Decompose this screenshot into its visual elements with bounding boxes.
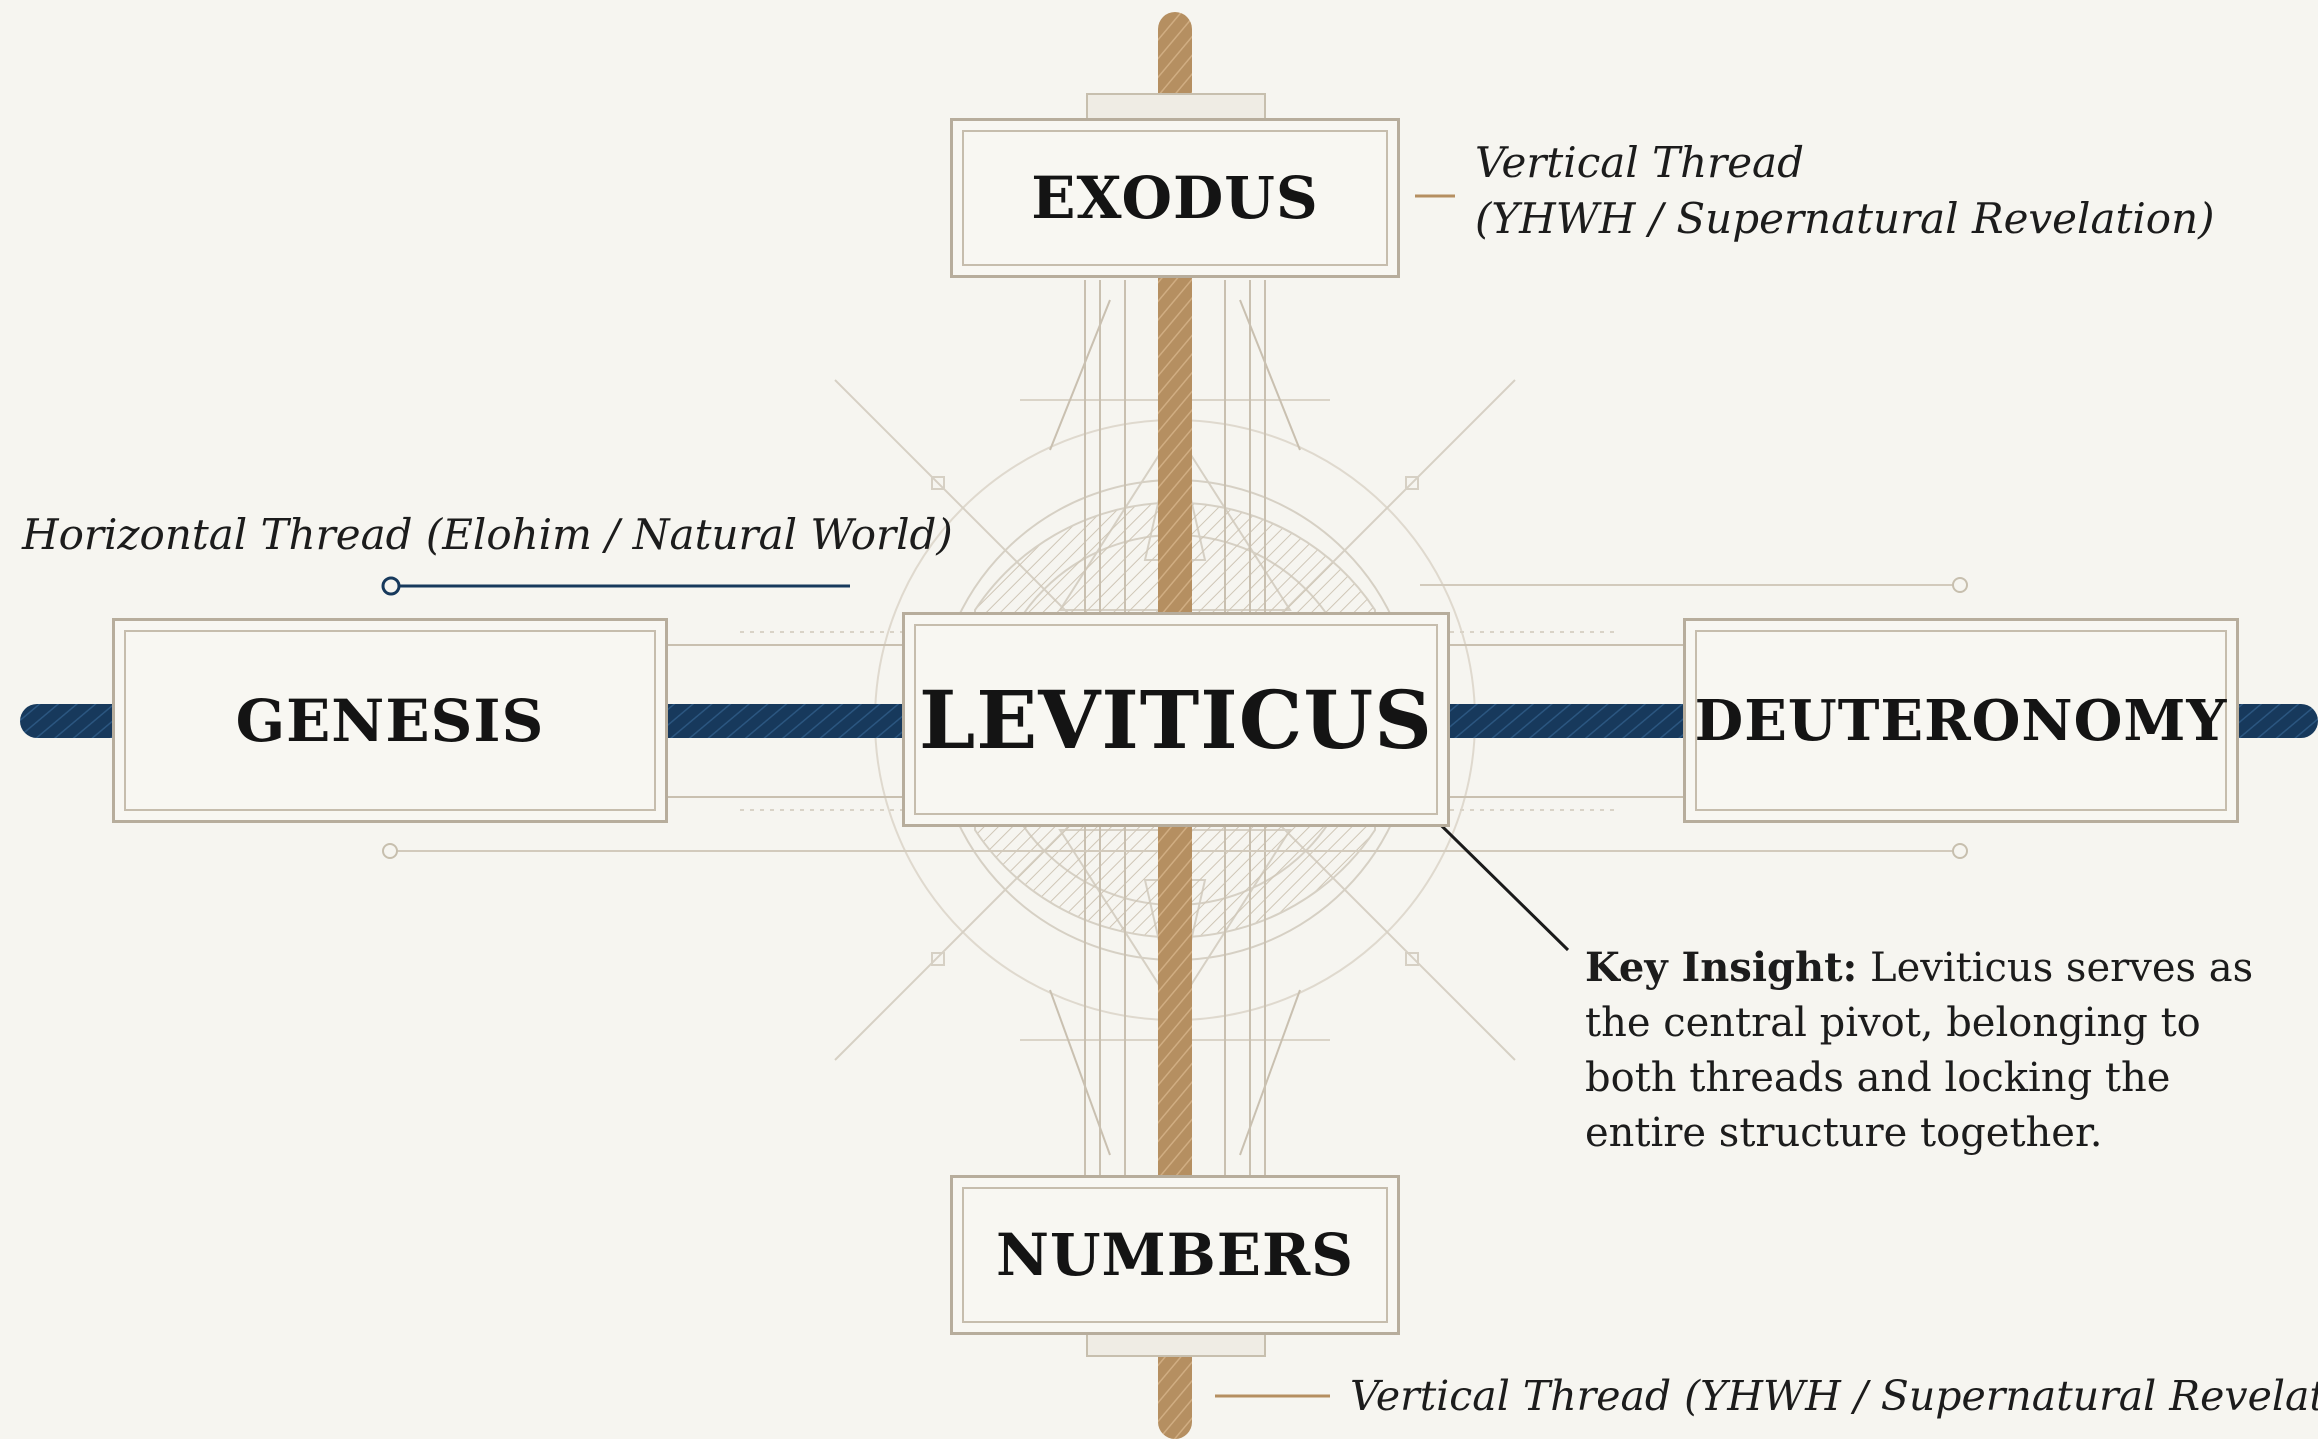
box-exodus-label: EXODUS <box>1031 164 1319 232</box>
box-genesis-label: GENESIS <box>235 686 545 755</box>
construction-node-se <box>1405 952 1419 966</box>
box-deuteronomy: DEUTERONOMY <box>1683 618 2239 823</box>
vertical-thread-label-bottom: Vertical Thread (YHWH / Supernatural Rev… <box>1350 1372 2318 1420</box>
key-insight-callout: Key Insight: Leviticus serves as the cen… <box>1585 940 2265 1161</box>
vertical-thread-label-top-line1: Vertical Thread <box>1475 138 1804 187</box>
box-genesis: GENESIS <box>112 618 668 823</box>
vertical-thread-label-top-line2: (YHWH / Supernatural Revelation) <box>1475 194 2215 243</box>
vertical-thread-label-top: Vertical Thread (YHWH / Supernatural Rev… <box>1475 135 2215 247</box>
horizontal-thread-label: Horizontal Thread (Elohim / Natural Worl… <box>22 510 953 559</box>
construction-node-nw <box>931 476 945 490</box>
construction-node-sw <box>931 952 945 966</box>
construction-node-ne <box>1405 476 1419 490</box>
box-leviticus-label: LEVITICUS <box>919 672 1433 767</box>
box-numbers-label: NUMBERS <box>995 1221 1355 1289</box>
vertical-thread-markers <box>1215 194 1455 1398</box>
key-insight-title: Key Insight: <box>1585 944 1858 991</box>
horizontal-thread-marker <box>381 576 850 596</box>
box-numbers: NUMBERS <box>950 1175 1400 1335</box>
key-insight-body: Leviticus serves as the central pivot, b… <box>1585 945 2254 1156</box>
box-deuteronomy-label: DEUTERONOMY <box>1694 687 2228 754</box>
box-leviticus: LEVITICUS <box>902 612 1450 827</box>
box-exodus: EXODUS <box>950 118 1400 278</box>
